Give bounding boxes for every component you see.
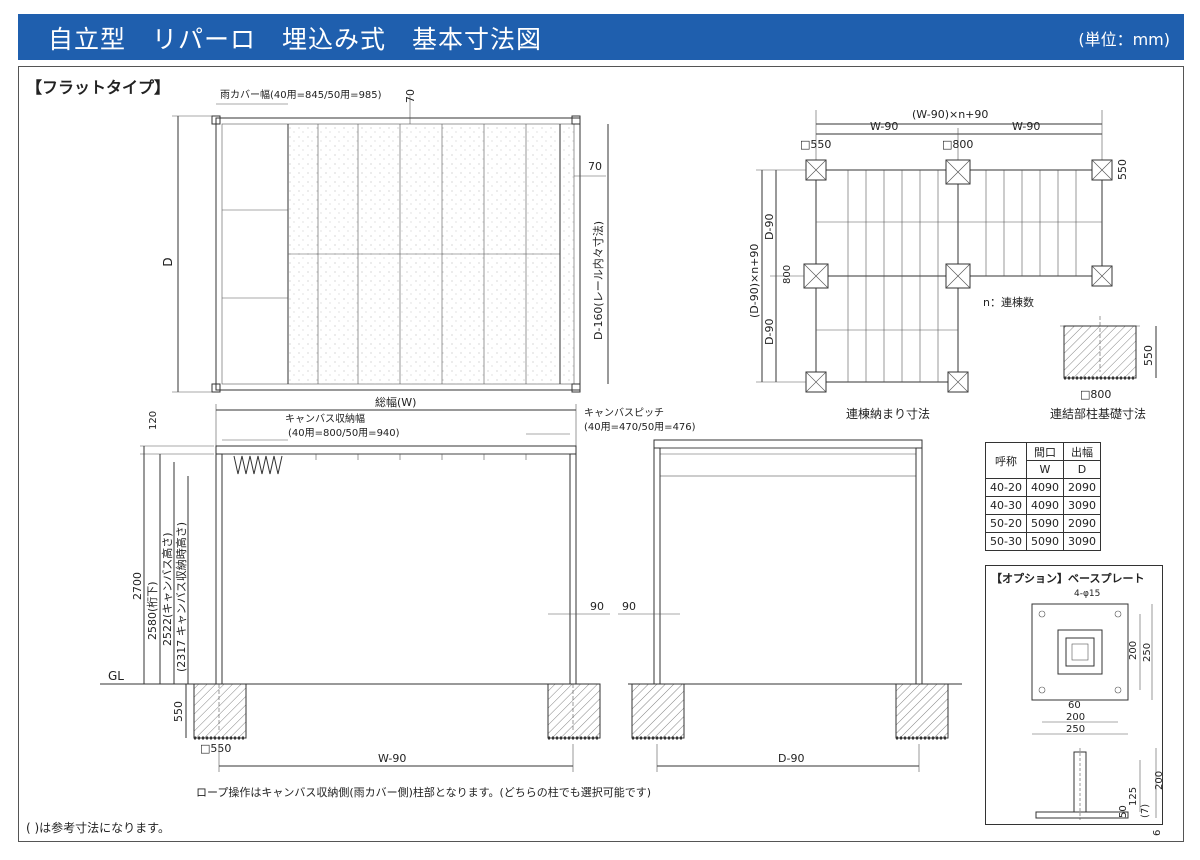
dim-70-right: 70 (588, 160, 602, 173)
table-header-width: 間口 (1025, 442, 1064, 461)
folded-canvas-icon (233, 455, 283, 475)
option-250-h: 250 (1066, 724, 1085, 735)
linked-layout: (W-90)×n+90 W-90 W-90 □550 □800 550 (748, 108, 1129, 421)
table-cell: 4090 (1025, 478, 1064, 497)
canvas-pitch-sub: (40用=470/50用=476) (584, 422, 696, 433)
linked-w90-a: W-90 (870, 120, 898, 133)
linked-w90-b: W-90 (1012, 120, 1040, 133)
plan-view: D 雨カバー幅(40用=845/50用=985) 70 70 D-160(レール… (161, 88, 609, 393)
base-plate-option: 【オプション】ベースプレート 4-φ15 200 250 60 200 250 … (991, 571, 1165, 836)
table-cell: 4090 (1025, 496, 1064, 515)
option-125: 125 (1128, 787, 1139, 806)
rain-cover-label: 雨カバー幅(40用=845/50用=985) (220, 88, 382, 101)
foundation-550: 550 (1142, 345, 1155, 366)
linked-caption: 連棟納まり寸法 (846, 406, 930, 421)
dim-2522: 2522(キャンバス高さ) (160, 532, 174, 646)
dim-2700: 2700 (131, 572, 144, 600)
table-cell: 3090 (1062, 496, 1101, 515)
table-cell: 3090 (1062, 532, 1101, 551)
section-title: 【フラットタイプ】 (26, 78, 170, 97)
option-box (985, 565, 1163, 825)
front-elevation: 総幅(W) キャンバス収納幅 (40用=800/50用=940) キャンバスピッ… (100, 395, 696, 772)
dim-2580: 2580(桁下) (145, 581, 159, 640)
option-200-side: 200 (1154, 771, 1165, 790)
linked-sq800-a: □800 (942, 138, 973, 151)
option-50: 50 (1118, 805, 1129, 818)
linked-sq550-b: 550 (1116, 159, 1129, 180)
table-header-w: W (1025, 460, 1064, 479)
page-title: 自立型 リパーロ 埋込み式 基本寸法図 (48, 25, 543, 54)
header-bar: 自立型 リパーロ 埋込み式 基本寸法図 (単位：mm) (18, 14, 1184, 60)
footing-550-label: □550 (200, 742, 231, 755)
dim-120: 120 (148, 411, 159, 430)
dim-90-right: 90 (590, 600, 604, 613)
table-cell: 40-20 (985, 478, 1027, 497)
table-cell: 5090 (1025, 532, 1064, 551)
drawing-frame (18, 66, 1184, 842)
canvas-store-label: キャンバス収納幅 (285, 412, 365, 425)
foundation-detail: 550 □800 連結部柱基礎寸法 (1050, 316, 1157, 421)
linked-sq550-a: □550 (800, 138, 831, 151)
foundation-sq800: □800 (1080, 388, 1111, 401)
plan-depth-label: D (161, 257, 175, 266)
table-cell: 50-20 (985, 514, 1027, 533)
dim-70-top: 70 (404, 89, 417, 103)
linked-d90-a: D-90 (763, 214, 776, 240)
option-title: 【オプション】ベースプレート (991, 571, 1144, 585)
dim-d90-side: D-90 (778, 752, 804, 765)
option-6: 6 (1152, 830, 1163, 836)
option-200-v: 200 (1128, 641, 1139, 660)
total-width-label: 総幅(W) (375, 395, 416, 409)
table-header-name: 呼称 (985, 442, 1027, 479)
side-elevation: 90 D-90 (618, 439, 962, 772)
dim-w90-front: W-90 (378, 752, 406, 765)
rail-dim-label: D-160(レール内々寸法) (591, 221, 605, 340)
option-7: (7) (1140, 804, 1151, 818)
option-60: 60 (1068, 700, 1081, 711)
table-cell: 5090 (1025, 514, 1064, 533)
rope-note: ロープ操作はキャンバス収納側(雨カバー側)柱部となります。(どちらの柱でも選択可… (196, 785, 651, 799)
unit-label: (単位：mm) (1078, 30, 1170, 49)
table-cell: 2090 (1062, 478, 1101, 497)
linked-d90-b: D-90 (763, 319, 776, 345)
dim-2317: (2317 キャンバス収納時高さ) (174, 522, 188, 672)
linked-sq800-b: 800 (782, 265, 793, 284)
gl-label: GL (108, 669, 124, 683)
option-200-h: 200 (1066, 712, 1085, 723)
n-note: n：連棟数 (983, 295, 1034, 309)
dim-90-left: 90 (622, 600, 636, 613)
option-250-v: 250 (1142, 643, 1153, 662)
table-cell: 40-30 (985, 496, 1027, 515)
linked-top-dim: (W-90)×n+90 (912, 108, 988, 121)
foundation-caption: 連結部柱基礎寸法 (1050, 406, 1146, 421)
table-header-depth: 出幅 (1062, 442, 1101, 461)
linked-left-dim: (D-90)×n+90 (748, 244, 761, 318)
table-cell: 50-30 (985, 532, 1027, 551)
table-header-d: D (1062, 460, 1101, 479)
reference-note: ( )は参考寸法になります。 (26, 820, 170, 835)
table-cell: 2090 (1062, 514, 1101, 533)
dim-550-depth: 550 (172, 701, 185, 722)
canvas-store-sub: (40用=800/50用=940) (288, 428, 400, 439)
option-holes: 4-φ15 (1074, 589, 1100, 599)
canvas-pitch-label: キャンバスピッチ (584, 407, 664, 419)
